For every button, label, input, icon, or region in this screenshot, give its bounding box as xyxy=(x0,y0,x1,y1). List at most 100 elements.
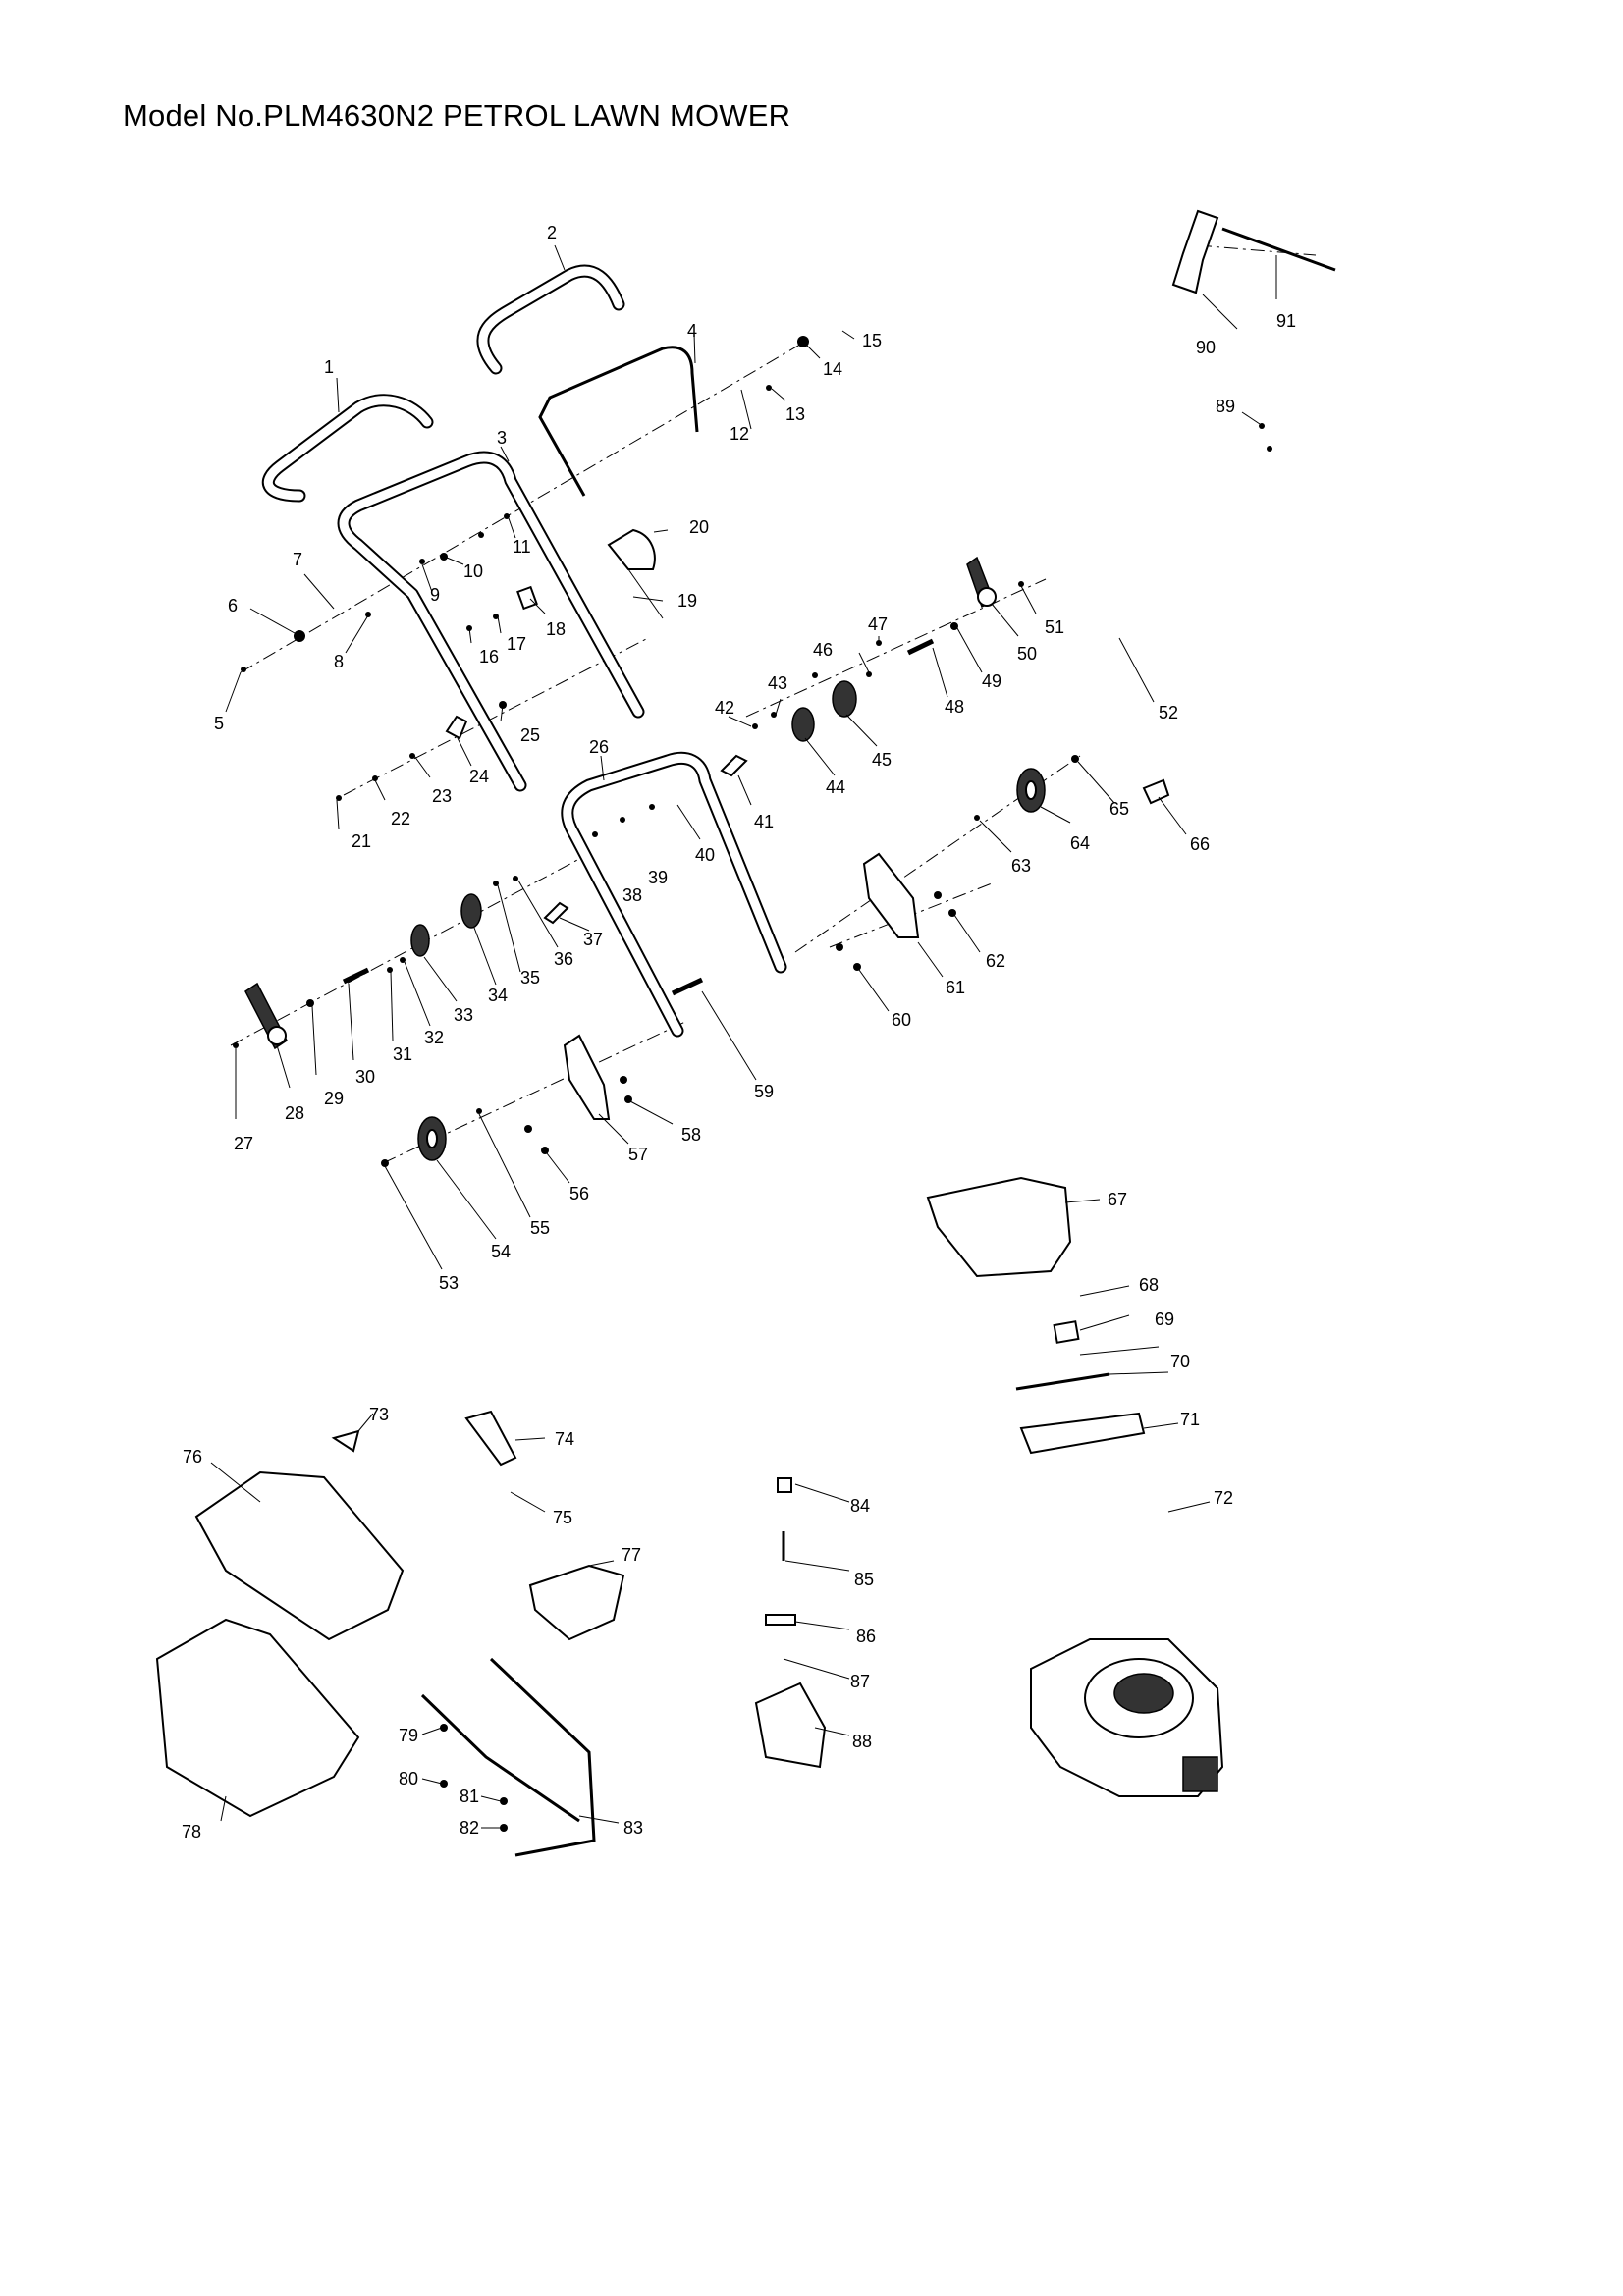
part-label-82: 82 xyxy=(460,1818,479,1838)
part-label-47: 47 xyxy=(868,614,888,634)
part-label-66: 66 xyxy=(1190,834,1210,854)
part-label-13: 13 xyxy=(785,404,805,424)
part-label-8: 8 xyxy=(334,652,344,671)
part-label-46: 46 xyxy=(813,640,833,660)
part-label-34: 34 xyxy=(488,986,508,1005)
part-label-69: 69 xyxy=(1155,1309,1174,1329)
part-label-61: 61 xyxy=(946,978,965,997)
part-label-2: 2 xyxy=(547,223,557,242)
part-label-49: 49 xyxy=(982,671,1001,691)
part-label-17: 17 xyxy=(507,634,526,654)
part-label-15: 15 xyxy=(862,331,882,350)
part-label-35: 35 xyxy=(520,968,540,988)
part-label-72: 72 xyxy=(1214,1488,1233,1508)
part-label-63: 63 xyxy=(1011,856,1031,876)
height-adjusters-and-wheels xyxy=(244,556,1170,1161)
part-label-16: 16 xyxy=(479,647,499,667)
part-label-33: 33 xyxy=(454,1005,473,1025)
part-label-75: 75 xyxy=(553,1508,572,1527)
part-label-43: 43 xyxy=(768,673,787,693)
part-label-1: 1 xyxy=(324,357,334,377)
part-label-83: 83 xyxy=(623,1818,643,1838)
part-label-31: 31 xyxy=(393,1044,412,1064)
part-label-88: 88 xyxy=(852,1732,872,1751)
part-number-labels: 1 2 3 4 5 6 7 8 9 10 11 12 13 14 15 16 1… xyxy=(182,223,1296,1842)
part-label-54: 54 xyxy=(491,1242,511,1261)
part-label-89: 89 xyxy=(1216,397,1235,416)
part-label-78: 78 xyxy=(182,1822,201,1842)
part-label-27: 27 xyxy=(234,1134,253,1153)
handle-assembly xyxy=(262,264,787,1038)
part-label-28: 28 xyxy=(285,1103,304,1123)
assembly-axes xyxy=(230,244,1317,1164)
part-label-56: 56 xyxy=(569,1184,589,1203)
part-label-52: 52 xyxy=(1159,703,1178,722)
part-label-22: 22 xyxy=(391,809,410,828)
part-label-4: 4 xyxy=(687,321,697,341)
part-label-29: 29 xyxy=(324,1089,344,1108)
part-label-79: 79 xyxy=(399,1726,418,1745)
part-label-55: 55 xyxy=(530,1218,550,1238)
part-label-59: 59 xyxy=(754,1082,774,1101)
part-label-51: 51 xyxy=(1045,617,1064,637)
part-label-11: 11 xyxy=(513,537,531,557)
part-label-85: 85 xyxy=(854,1570,874,1589)
part-label-45: 45 xyxy=(872,750,892,770)
part-label-81: 81 xyxy=(460,1787,479,1806)
part-label-19: 19 xyxy=(677,591,697,611)
part-label-12: 12 xyxy=(730,424,749,444)
rear-flap-and-bag-parts xyxy=(155,1410,827,1857)
part-label-42: 42 xyxy=(715,698,734,718)
part-label-41: 41 xyxy=(754,812,774,831)
part-label-84: 84 xyxy=(850,1496,870,1516)
part-label-71: 71 xyxy=(1180,1410,1200,1429)
part-label-30: 30 xyxy=(355,1067,375,1087)
part-label-76: 76 xyxy=(183,1447,202,1467)
part-label-91: 91 xyxy=(1276,311,1296,331)
part-label-57: 57 xyxy=(628,1145,648,1164)
part-label-23: 23 xyxy=(432,786,452,806)
part-label-5: 5 xyxy=(214,714,224,733)
part-label-87: 87 xyxy=(850,1672,870,1691)
part-label-24: 24 xyxy=(469,767,489,786)
part-label-90: 90 xyxy=(1196,338,1216,357)
part-label-9: 9 xyxy=(430,585,440,605)
part-label-53: 53 xyxy=(439,1273,459,1293)
leader-lines xyxy=(210,244,1277,1829)
fasteners xyxy=(233,336,1272,1167)
part-label-20: 20 xyxy=(689,517,709,537)
spark-plug-tool xyxy=(1171,209,1336,294)
part-label-77: 77 xyxy=(622,1545,641,1565)
part-label-64: 64 xyxy=(1070,833,1090,853)
part-label-44: 44 xyxy=(826,777,845,797)
part-label-10: 10 xyxy=(463,561,483,581)
part-label-60: 60 xyxy=(892,1010,911,1030)
part-label-62: 62 xyxy=(986,951,1005,971)
part-label-18: 18 xyxy=(546,619,566,639)
part-label-3: 3 xyxy=(497,428,507,448)
part-label-80: 80 xyxy=(399,1769,418,1789)
part-label-50: 50 xyxy=(1017,644,1037,664)
part-label-21: 21 xyxy=(352,831,371,851)
part-label-14: 14 xyxy=(823,359,842,379)
part-label-6: 6 xyxy=(228,596,238,615)
part-label-26: 26 xyxy=(589,737,609,757)
part-label-73: 73 xyxy=(369,1405,389,1424)
engine-illustration xyxy=(1030,1638,1224,1797)
part-label-36: 36 xyxy=(554,949,573,969)
part-label-67: 67 xyxy=(1108,1190,1127,1209)
part-label-25: 25 xyxy=(520,725,540,745)
part-label-65: 65 xyxy=(1109,799,1129,819)
part-label-68: 68 xyxy=(1139,1275,1159,1295)
part-label-7: 7 xyxy=(293,550,302,569)
part-label-74: 74 xyxy=(555,1429,574,1449)
part-label-32: 32 xyxy=(424,1028,444,1047)
page-title: Model No.PLM4630N2 PETROL LAWN MOWER xyxy=(123,98,791,133)
part-label-86: 86 xyxy=(856,1627,876,1646)
part-label-40: 40 xyxy=(695,845,715,865)
part-label-70: 70 xyxy=(1170,1352,1190,1371)
part-label-39: 39 xyxy=(648,868,668,887)
part-label-37: 37 xyxy=(583,930,603,949)
